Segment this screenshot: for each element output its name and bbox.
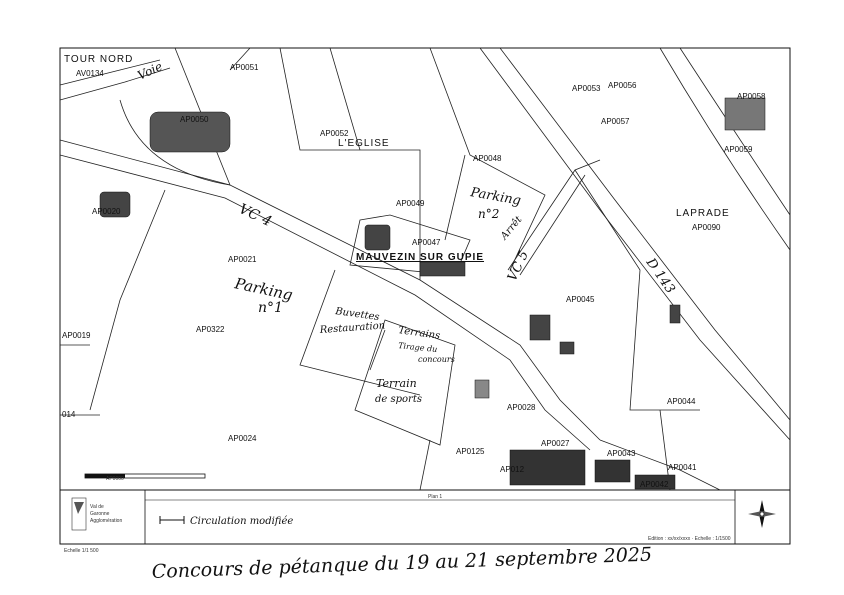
building-ap0045-b (559, 341, 575, 355)
building-church-a (364, 224, 391, 251)
place-tour-nord: TOUR NORD (64, 54, 133, 65)
building-church-b (419, 261, 466, 277)
place-laprade: LAPRADE (676, 208, 730, 219)
parcel-ap0042: AP0042 (640, 480, 669, 489)
footer-title: Concours de pétanque du 19 au 21 septemb… (151, 544, 652, 583)
building-ap0043 (594, 459, 631, 483)
parcel-ap0059: AP0059 (724, 145, 753, 154)
parcel-ap0021: AP0021 (228, 255, 257, 264)
map-linework (59, 47, 791, 491)
note-concours: concours (418, 355, 455, 364)
handwritten-annotations: Parking n°2 Arrêt Parking n°1 Buvettes R… (232, 185, 525, 405)
parcel-ap0027: AP0027 (541, 439, 570, 448)
building-ap0058 (724, 97, 766, 131)
parcel-ap0043: AP0043 (607, 449, 636, 458)
parcel-ap0024: AP0024 (228, 434, 257, 443)
parcel-av0134: AV0134 (76, 69, 104, 78)
note-parking-1-number: n°1 (258, 300, 283, 316)
building-ap0027 (509, 449, 586, 486)
logo-line1: Val de (90, 504, 104, 510)
parcel-ap0058: AP0058 (737, 92, 766, 101)
logo-caption: Echelle 1/1 500 (64, 548, 99, 554)
parcel-ap0053: AP0053 (572, 84, 601, 93)
parcel-labels: AV0134 AP0051 AP0050 AP0052 AP0053 AP005… (62, 63, 766, 489)
legend-band: Plan 1 Val de Garonne Agglomération Eche… (59, 489, 791, 554)
building-ap0020 (99, 191, 131, 218)
parcel-ap0125: AP0125 (456, 447, 485, 456)
place-village: MAUVEZIN SUR GUPIE (356, 252, 484, 263)
scale-label: AP0000 (106, 476, 124, 482)
place-eglise: L'EGLISE (338, 138, 390, 149)
building-laprade (669, 304, 681, 324)
legend-route: Circulation modifiée (159, 516, 293, 527)
logo-line3: Agglomération (90, 518, 122, 524)
parcel-ap0049: AP0049 (396, 199, 425, 208)
note-tirage: Tirage du (398, 341, 438, 354)
parcel-ap0044: AP0044 (667, 397, 696, 406)
north-arrow-icon (748, 500, 776, 528)
parcel-ap0041: AP0041 (668, 463, 697, 472)
parcel-ap0122: AP012 (500, 465, 525, 474)
parcel-ap0020: AP0020 (92, 207, 121, 216)
building-small (474, 379, 490, 399)
logo-line2: Garonne (90, 511, 110, 517)
parcel-014: 014 (62, 410, 76, 419)
scale-bar: AP0000 (84, 473, 206, 482)
building-ap0050 (149, 111, 231, 153)
buildings (99, 97, 766, 490)
parcel-ap0051: AP0051 (230, 63, 259, 72)
parcel-ap0045: AP0045 (566, 295, 595, 304)
note-restauration: Restauration (318, 320, 385, 336)
parcel-ap0057: AP0057 (601, 117, 630, 126)
logo: Val de Garonne Agglomération Echelle 1/1… (64, 497, 122, 554)
parcel-ap0056: AP0056 (608, 81, 637, 90)
building-ap0045-a (529, 314, 551, 341)
legend-plan-title: Plan 1 (428, 494, 442, 500)
parcel-ap0050: AP0050 (180, 115, 209, 124)
note-terrain-sport-1: Terrain (376, 377, 417, 390)
parcel-ap0019: AP0019 (62, 331, 91, 340)
building-ap0042 (634, 474, 676, 490)
parcel-ap0048: AP0048 (473, 154, 502, 163)
legend-route-label: Circulation modifiée (190, 516, 293, 527)
legend-edition: Edition : xx/xx/xxxx · Echelle : 1/1500 (648, 536, 731, 542)
parcel-ap0028: AP0028 (507, 403, 536, 412)
parcel-ap0322: AP0322 (196, 325, 225, 334)
note-terrain-sport-2: de sports (375, 394, 422, 405)
parcel-ap0047: AP0047 (412, 238, 441, 247)
parcel-ap0090: AP0090 (692, 223, 721, 232)
parcel-ap0052: AP0052 (320, 129, 349, 138)
note-parking-2-number: n°2 (478, 207, 499, 221)
